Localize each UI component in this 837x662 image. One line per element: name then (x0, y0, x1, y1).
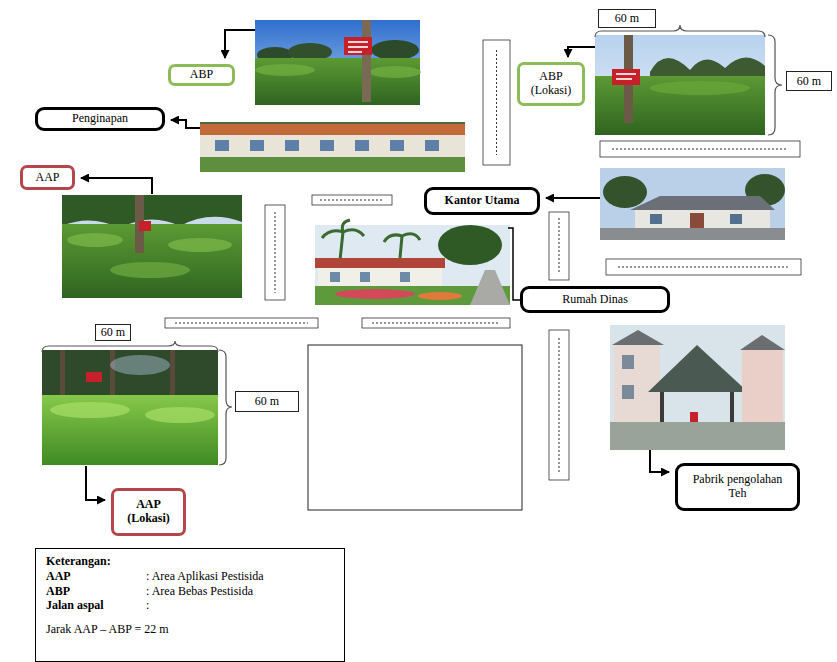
legend-text: Jarak AAP – ABP = 22 m (46, 623, 169, 637)
official-house-photo (315, 220, 510, 305)
dimension-brace (42, 25, 782, 465)
label-text: AAP (Lokasi) (120, 498, 177, 526)
label-text: Penginapan (72, 112, 128, 126)
building-label: Rumah Dinas (520, 286, 670, 313)
leader-arrow (81, 30, 669, 500)
dimension-label: 60 m (598, 9, 656, 28)
area-label: AAP (20, 165, 75, 190)
road-centre-line (175, 50, 789, 472)
area-label: ABP (168, 64, 235, 86)
legend-text: Jalan aspal (46, 599, 104, 613)
dimension-label: 60 m (786, 71, 832, 91)
label-text: Rumah Dinas (562, 293, 628, 307)
legend-box: Keterangan:AAP : Area Aplikasi PestisidaA… (35, 548, 345, 662)
empty-plot (308, 345, 522, 510)
label-text: Pabrik pengolahan Teh (684, 473, 791, 501)
legend-text: : Area Bebas Pestisida (146, 585, 253, 599)
abp-photo (255, 20, 421, 105)
label-text: Kantor Utama (445, 194, 520, 208)
legend-text: AAP (46, 570, 71, 584)
aap-photo (62, 195, 242, 298)
legend-text: : (146, 599, 149, 613)
legend-text: Keterangan: (46, 555, 111, 569)
legend-text: : Area Aplikasi Pestisida (146, 570, 264, 584)
label-text: AAP (35, 171, 59, 185)
factory-photo (610, 325, 785, 450)
abp-location-photo (595, 35, 765, 135)
area-label: ABP (Lokasi) (517, 62, 585, 106)
asphalt-road (165, 40, 801, 480)
aap-location-photo (42, 350, 218, 465)
dimension-label: 60 m (235, 391, 299, 412)
building-label: Kantor Utama (424, 187, 540, 215)
main-office-photo (600, 168, 785, 240)
building-label: Pabrik pengolahan Teh (675, 463, 800, 511)
lodging-photo (200, 122, 465, 172)
building-label: Penginapan (35, 107, 165, 131)
area-label: AAP (Lokasi) (111, 488, 186, 536)
label-text: ABP (190, 68, 213, 82)
label-text: ABP (Lokasi) (526, 70, 576, 98)
legend-text: ABP (46, 585, 70, 599)
dimension-label: 60 m (95, 324, 131, 341)
